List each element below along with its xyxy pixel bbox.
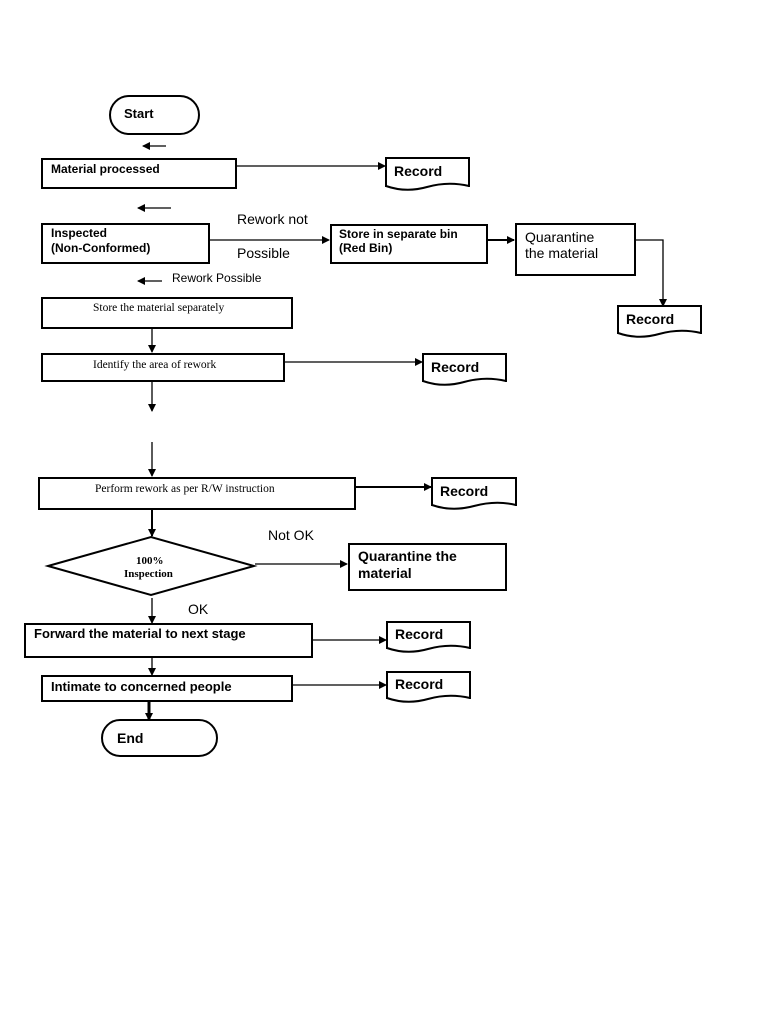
- arrow-to-record-2: [636, 239, 667, 307]
- quarantine-bottom-label-line2: material: [358, 565, 412, 581]
- store-red-bin-label-line2: (Red Bin): [339, 241, 393, 255]
- start-label: Start: [124, 106, 154, 121]
- record-document: Record: [386, 671, 471, 704]
- inspected-label-line2: (Non-Conformed): [51, 241, 151, 255]
- inspection-decision-shape: [44, 535, 258, 597]
- perform-rework-box: [38, 477, 356, 510]
- start-terminator: [109, 95, 200, 135]
- inspected-box: [41, 223, 210, 264]
- identify-area-label: Identify the area of rework: [93, 359, 217, 371]
- record-label: Record: [394, 163, 443, 179]
- quarantine-bottom-box: [348, 543, 507, 591]
- inspection-decision: 100% Inspection: [110, 553, 194, 580]
- forward-material-box: [24, 623, 313, 658]
- intimate-label: Intimate to concerned people: [51, 679, 232, 694]
- material-processed-label: Material processed: [51, 162, 160, 176]
- record-label: Record: [395, 626, 444, 642]
- record-label: Record: [431, 359, 480, 375]
- end-label: End: [117, 730, 144, 746]
- edge-label-ok: OK: [188, 601, 209, 617]
- forward-material-label: Forward the material to next stage: [34, 626, 246, 641]
- store-separately-label: Store the material separately: [93, 302, 225, 314]
- inspection-label-line2: Inspection: [124, 568, 173, 580]
- record-label: Record: [626, 311, 675, 327]
- edge-label-possible: Possible: [237, 245, 290, 261]
- quarantine-bottom-label-line1: Quarantine the: [358, 548, 457, 564]
- record-label: Record: [440, 483, 489, 499]
- edge-label-rework-possible: Rework Possible: [172, 271, 262, 285]
- store-red-bin-label-line1: Store in separate bin: [339, 227, 458, 241]
- quarantine-top-box: [515, 223, 636, 276]
- inspected-label-line1: Inspected: [51, 226, 108, 240]
- edge-label-rework-not: Rework not: [237, 211, 308, 227]
- record-document: Record: [386, 621, 471, 654]
- quarantine-top-label-line2: the material: [525, 245, 599, 261]
- store-separately-box: [41, 297, 293, 329]
- record-document: Record: [385, 157, 470, 191]
- record-label: Record: [395, 676, 444, 692]
- record-document: Record: [431, 477, 517, 511]
- material-processed-box: [41, 158, 237, 189]
- record-document: Record: [422, 353, 507, 386]
- record-document: Record: [617, 305, 702, 339]
- edge-label-not-ok: Not OK: [268, 527, 314, 543]
- store-red-bin-box: [330, 224, 488, 264]
- intimate-box: [41, 675, 293, 702]
- end-terminator: [101, 719, 218, 757]
- perform-rework-label: Perform rework as per R/W instruction: [95, 483, 275, 495]
- identify-area-box: [41, 353, 285, 382]
- quarantine-top-label-line1: Quarantine: [525, 229, 595, 245]
- inspection-label-line1: 100%: [136, 555, 164, 567]
